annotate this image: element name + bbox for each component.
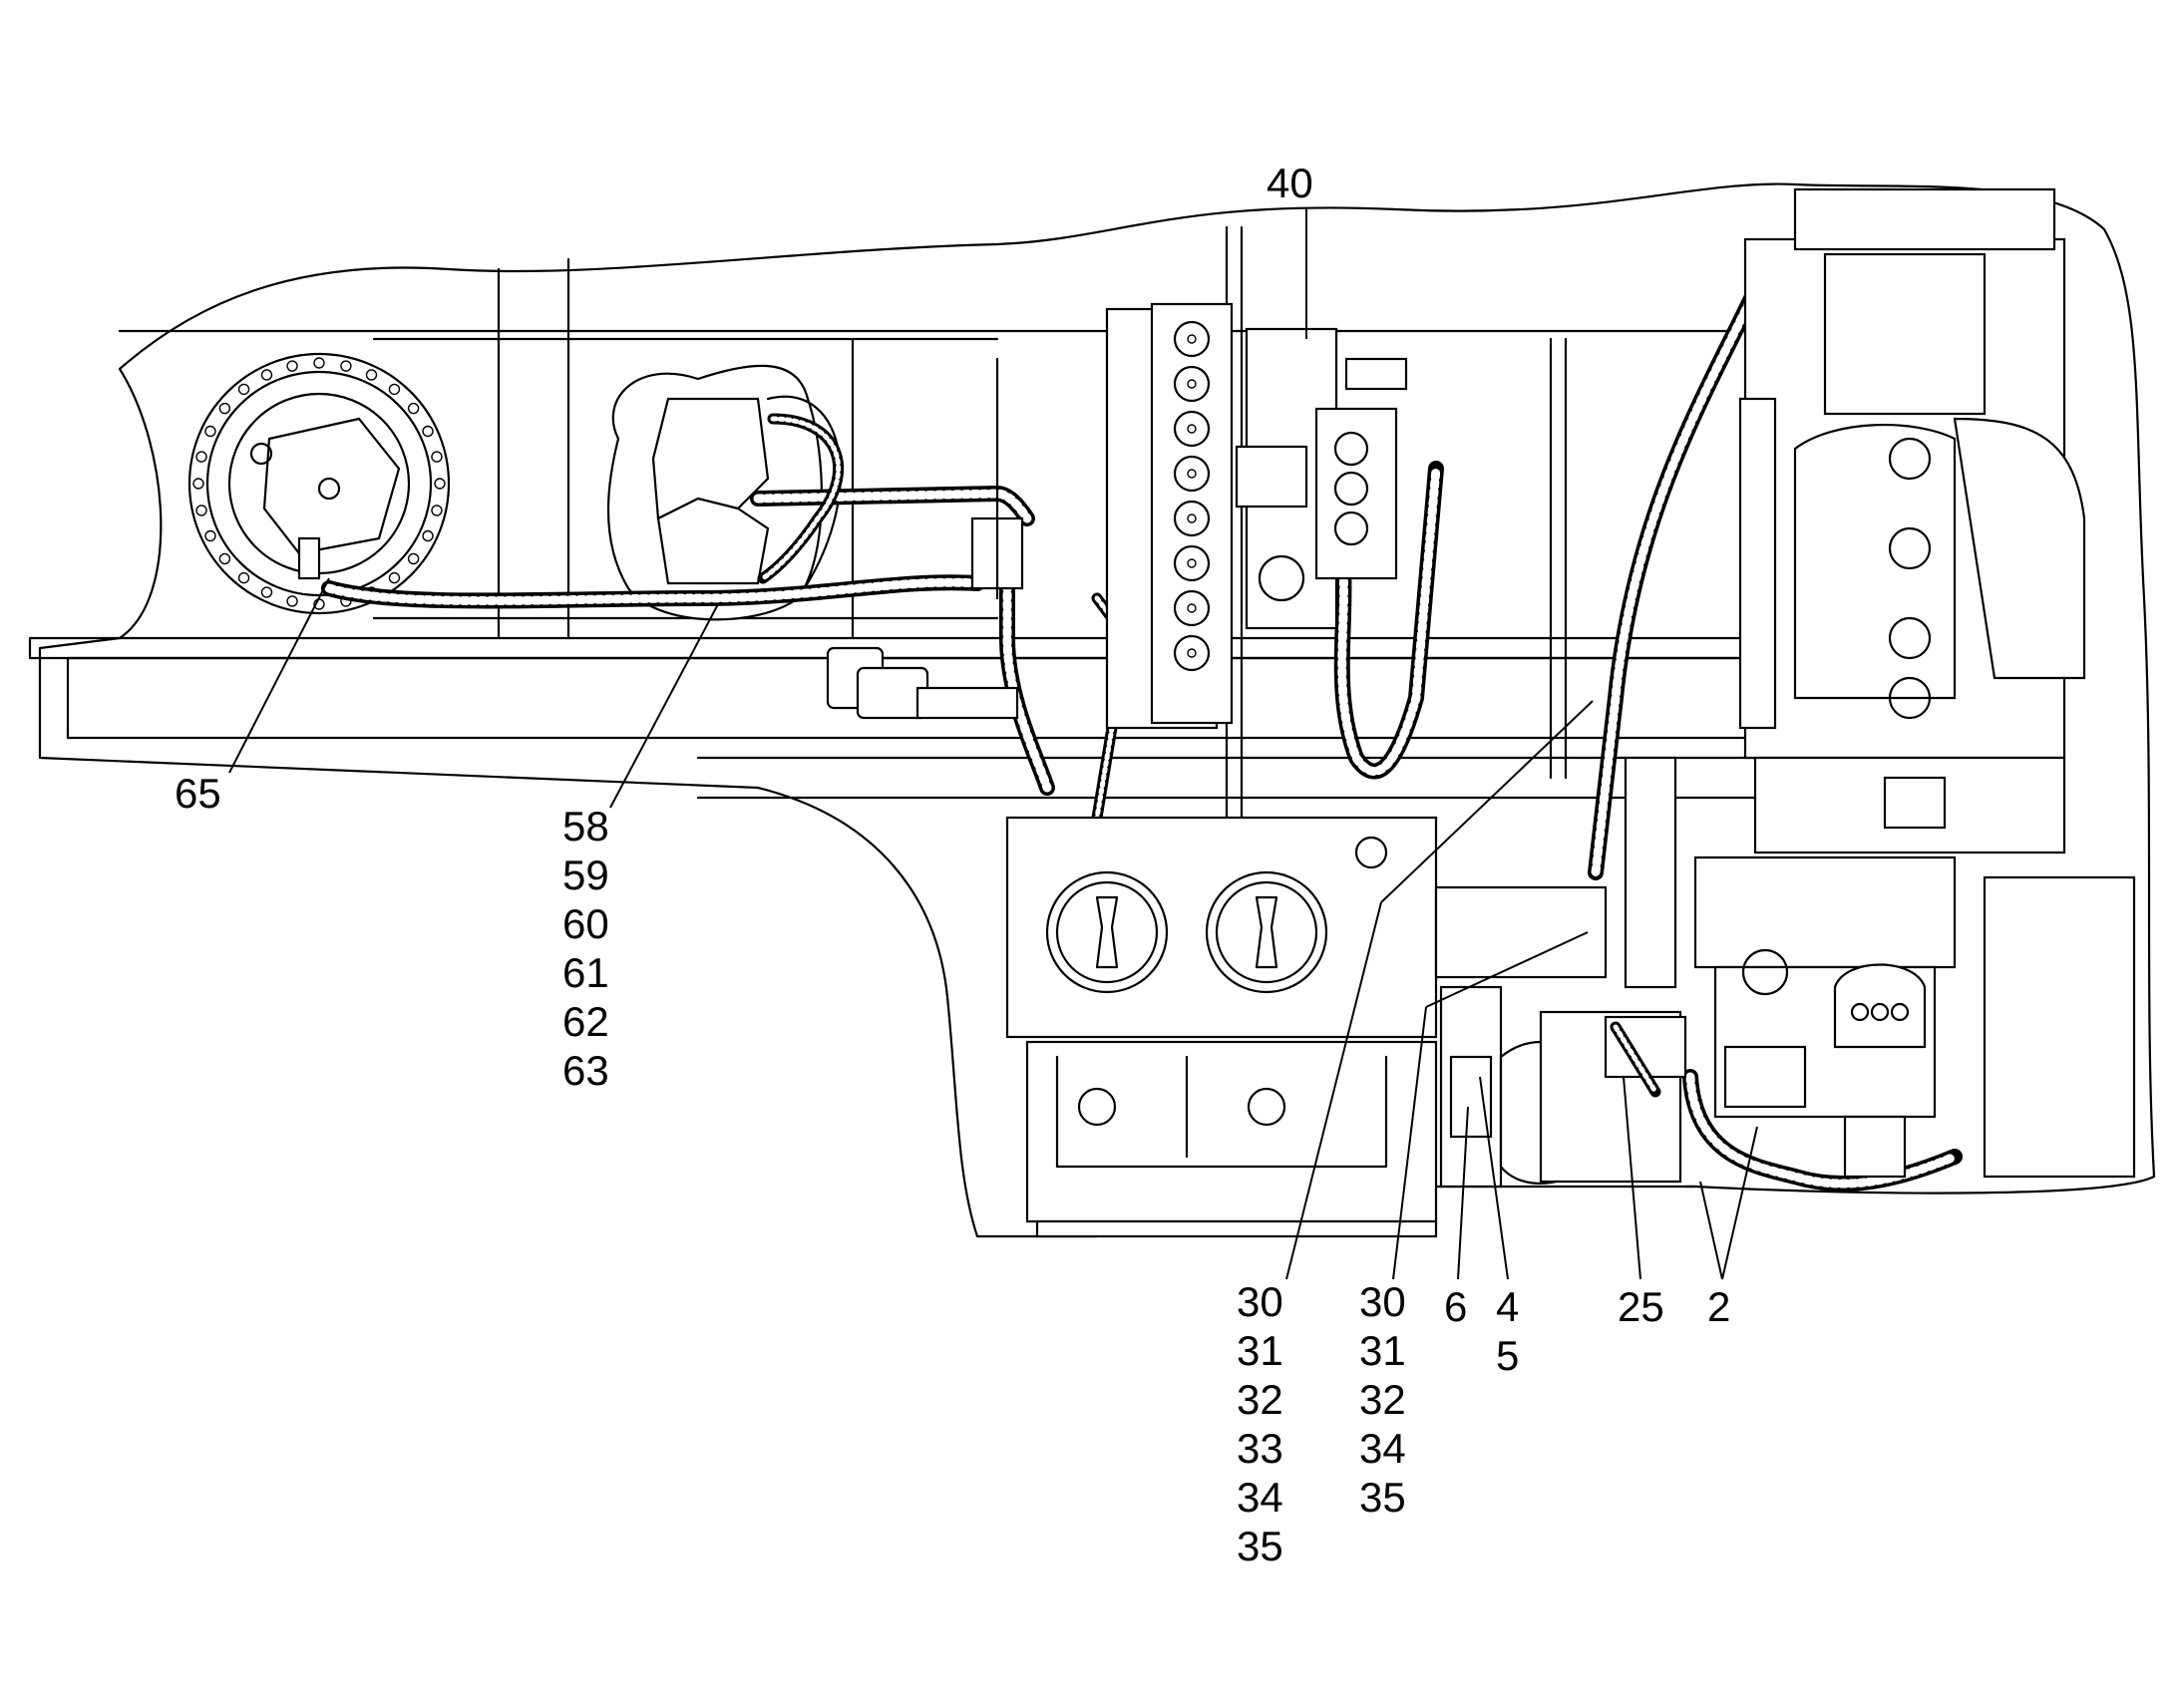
callout-label-34b: 34 [1359, 1425, 1406, 1472]
callout-label-4: 4 [1496, 1283, 1519, 1330]
valve-bank [1105, 302, 1234, 730]
callout-6: 6 [1444, 1106, 1469, 1330]
callout-label-30a: 30 [1237, 1278, 1283, 1325]
callout-label-65: 65 [175, 770, 221, 817]
callout-label-31b: 31 [1359, 1327, 1406, 1374]
callout-25: 25 [1618, 1076, 1664, 1330]
callout-label-59: 59 [562, 852, 609, 898]
callout-label-61: 61 [562, 949, 609, 996]
callout-label-5: 5 [1496, 1332, 1519, 1379]
callout-30-35-b: 30 31 32 34 35 [1359, 931, 1589, 1521]
callout-label-40: 40 [1267, 160, 1313, 206]
engine-block [1738, 187, 2086, 854]
callout-58-63: 58 59 60 61 62 63 [562, 603, 719, 1094]
outline-break-line [38, 182, 2156, 1238]
callout-label-32a: 32 [1237, 1376, 1283, 1423]
main-pump [1624, 756, 2136, 1189]
callout-label-60: 60 [562, 900, 609, 947]
callout-label-2: 2 [1707, 1283, 1730, 1330]
control-valve-block [1235, 327, 1408, 630]
callout-label-63: 63 [562, 1047, 609, 1094]
callout-label-35b: 35 [1359, 1474, 1406, 1521]
hydraulic-motor [606, 364, 842, 621]
callout-30-35-a: 30 31 32 33 34 35 [1237, 700, 1594, 1569]
callout-40: 40 [1267, 160, 1313, 339]
callout-label-58: 58 [562, 803, 609, 850]
hydraulic-tank [1005, 816, 1438, 1238]
callout-label-6: 6 [1444, 1283, 1467, 1330]
callout-label-25: 25 [1618, 1283, 1664, 1330]
callout-label-32b: 32 [1359, 1376, 1406, 1423]
callout-label-35a: 35 [1237, 1523, 1283, 1569]
slew-gear-assembly [187, 352, 451, 615]
callout-label-33a: 33 [1237, 1425, 1283, 1472]
callout-2: 2 [1699, 1126, 1758, 1330]
callout-label-30b: 30 [1359, 1278, 1406, 1325]
callout-4-5: 4 5 [1479, 1076, 1519, 1379]
callout-label-62: 62 [562, 998, 609, 1045]
callout-label-34a: 34 [1237, 1474, 1283, 1521]
callout-label-31a: 31 [1237, 1327, 1283, 1374]
fittings-left [826, 357, 1024, 720]
callout-65: 65 [175, 577, 330, 817]
